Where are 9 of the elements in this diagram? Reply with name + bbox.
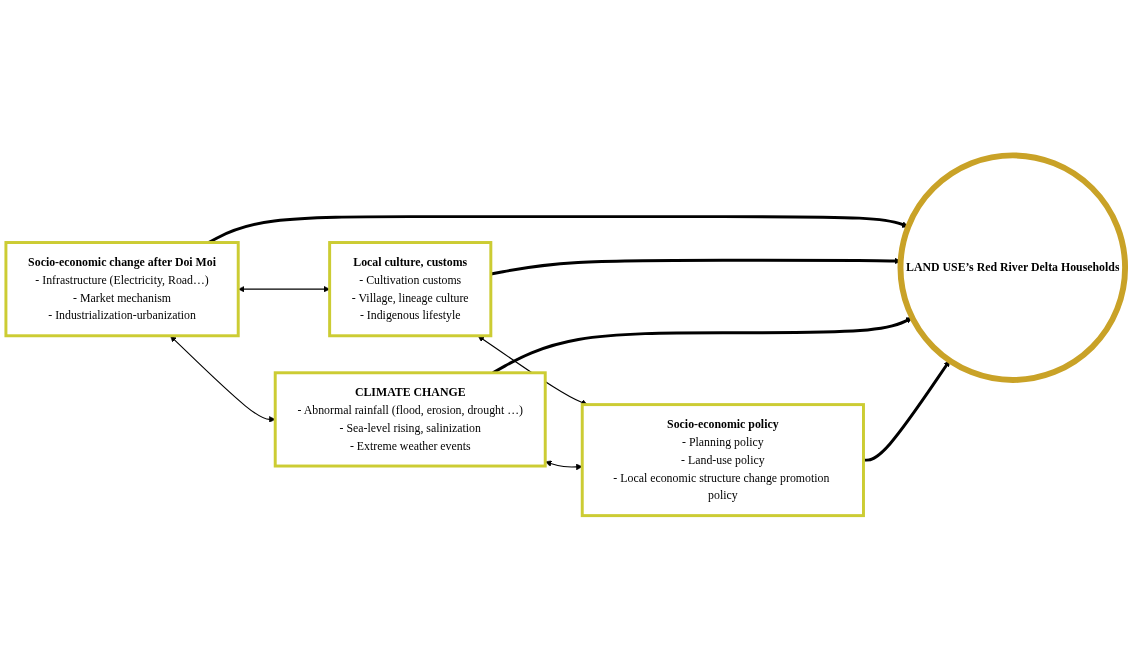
arrow: [238, 285, 330, 293]
arrow: [170, 335, 276, 423]
node-box: CLIMATE CHANGE - Abnormal rainfall (flood, erosion, drought …) - Sea-level rising, salinization - Extreme weather events: [273, 371, 547, 468]
node-box: Local culture, customs - Cultivation customs - Village, lineage culture - Indigenous lifestyle: [328, 241, 493, 338]
node-circle: LAND USE’s Red River Delta Households: [897, 152, 1129, 383]
node-box: Socio-economic policy - Planning policy - Land-use policy - Local economic structure change promotion policy: [580, 403, 865, 518]
arrow: [545, 460, 583, 471]
arrow: [863, 360, 950, 462]
node-box: Socio-economic change after Doi Moi - Infrastructure (Electricity, Road…) - Market mechanism - Industrialization-urbanization: [4, 241, 240, 338]
